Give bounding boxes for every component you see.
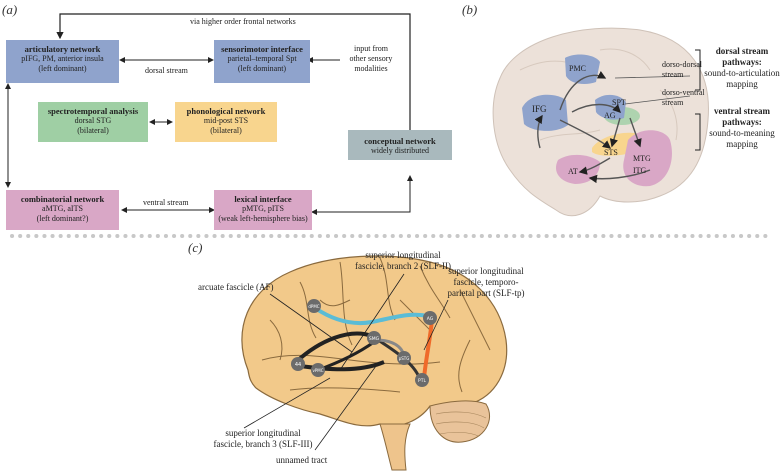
frontal-loop-arrow bbox=[56, 13, 411, 160]
svg-text:vPMC: vPMC bbox=[312, 368, 323, 373]
panel-c-label: (c) bbox=[188, 240, 203, 255]
ventral-bracket bbox=[695, 113, 701, 151]
combinatorial-box: combinatorial network aMTG, aITS (left d… bbox=[6, 190, 119, 230]
slf2-label: superior longitudinal fascicle, branch 2… bbox=[355, 250, 451, 271]
label-mtg: MTG bbox=[633, 154, 651, 163]
svg-text:SMG: SMG bbox=[369, 336, 380, 342]
sensorimotor-interface-box: sensorimotor interface parietal–temporal… bbox=[214, 40, 310, 83]
dorsal-bracket bbox=[695, 49, 701, 91]
af-label: arcuate fascicle (AF) bbox=[198, 282, 274, 292]
node-dpmc: dPMC bbox=[307, 299, 321, 313]
unnamed-tract-label: unnamed tract bbox=[276, 455, 328, 465]
brainstem bbox=[379, 423, 411, 471]
dorso-dorsal-label: dorso-dorsal stream bbox=[662, 60, 702, 79]
dorso-ventral-label: dorso-ventral stream bbox=[662, 88, 705, 107]
tract-black-2 bbox=[299, 360, 385, 372]
node-vpmc: vPMC bbox=[311, 363, 325, 377]
panel-a-label: (a) bbox=[2, 2, 18, 17]
node-ptl: PTL bbox=[415, 373, 429, 387]
panel-b-label: (b) bbox=[462, 2, 478, 17]
cerebellum bbox=[429, 400, 491, 443]
ventral-stream-label: ventral stream bbox=[143, 198, 189, 207]
ventral-stream-pathways: ventral stream pathways: sound-to-meanin… bbox=[709, 106, 775, 149]
label-at: AT bbox=[568, 167, 578, 176]
conceptual-box: conceptual network widely distributed bbox=[348, 130, 452, 160]
node-ag: AG bbox=[423, 311, 437, 325]
lexical-conceptual-arrow bbox=[311, 175, 413, 215]
region-spt bbox=[595, 94, 626, 120]
dorsal-stream-label: dorsal stream bbox=[145, 66, 188, 75]
articulatory-network-box: articulatory network pIFG, PM, anterior … bbox=[6, 40, 119, 83]
label-pmc: PMC bbox=[569, 64, 586, 73]
slf-tp-label: superior longitudinal fascicle, temporo-… bbox=[447, 266, 525, 298]
dorsal-stream-pathways: dorsal stream pathways: sound-to-articul… bbox=[704, 46, 780, 89]
phonological-box: phonological network mid-post STS (bilat… bbox=[175, 102, 277, 142]
input-note: input from other sensory modalities bbox=[349, 44, 393, 73]
tract-black-1 bbox=[294, 331, 373, 364]
spectrotemporal-box: spectrotemporal analysis dorsal STG (bil… bbox=[38, 102, 148, 142]
svg-text:44: 44 bbox=[295, 362, 301, 368]
node-smg: SMG bbox=[367, 331, 381, 345]
svg-text:AG: AG bbox=[427, 316, 434, 322]
lexical-interface-box: lexical interface pMTG, pITS (weak left-… bbox=[214, 190, 312, 230]
region-pmc bbox=[565, 54, 600, 84]
node-pstg: pSTG bbox=[397, 351, 411, 365]
label-ag: AG bbox=[604, 111, 616, 120]
svg-text:PTL: PTL bbox=[418, 378, 426, 384]
svg-text:dPMC: dPMC bbox=[308, 304, 319, 309]
frontal-networks-label: via higher order frontal networks bbox=[190, 17, 296, 26]
label-ifg: IFG bbox=[532, 104, 547, 114]
label-sts: STS bbox=[604, 148, 618, 157]
svg-text:pSTG: pSTG bbox=[399, 356, 410, 361]
region-ifg bbox=[522, 94, 568, 131]
label-itg: ITG bbox=[633, 166, 647, 175]
node-44: 44 bbox=[291, 357, 305, 371]
slf3-label: superior longitudinal fascicle, branch 3… bbox=[213, 428, 313, 449]
label-spt: SPT bbox=[612, 98, 626, 107]
tract-slf-tp bbox=[422, 319, 434, 379]
